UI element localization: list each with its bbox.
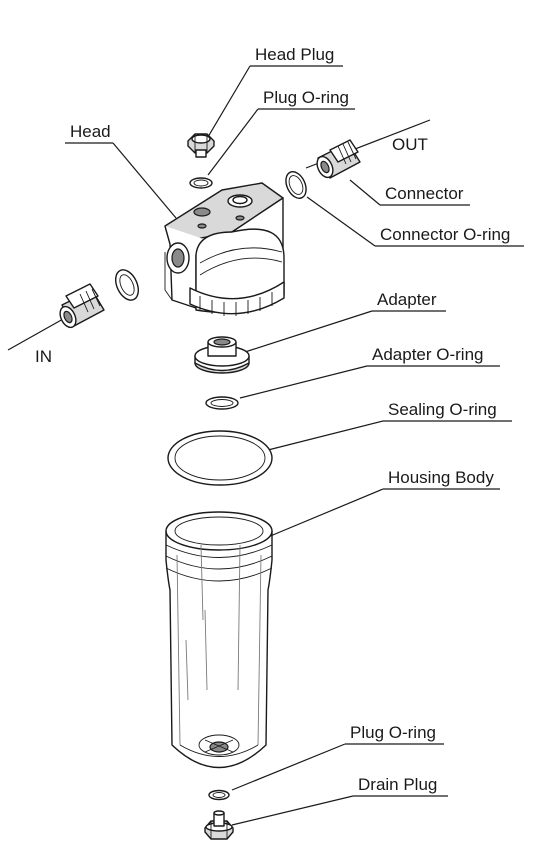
svg-text:OUT: OUT xyxy=(392,135,428,154)
svg-text:Head Plug: Head Plug xyxy=(255,45,334,64)
svg-text:Drain Plug: Drain Plug xyxy=(358,775,437,794)
label-connector: Connector xyxy=(349,179,470,206)
svg-text:Connector O-ring: Connector O-ring xyxy=(380,225,510,244)
svg-text:IN: IN xyxy=(35,347,52,366)
sealing-oring-part xyxy=(167,430,273,486)
svg-text:Sealing O-ring: Sealing O-ring xyxy=(388,400,497,419)
adapter-oring-part xyxy=(205,396,239,410)
label-drain-plug: Drain Plug xyxy=(231,775,448,826)
connector-oring-part xyxy=(285,171,307,199)
label-head-plug: Head Plug xyxy=(204,45,343,143)
inlet-oring-part xyxy=(114,269,140,301)
plug-oring-bottom-part xyxy=(208,789,230,801)
housing-body-part xyxy=(165,511,273,769)
head-part xyxy=(164,182,285,316)
svg-text:Plug O-ring: Plug O-ring xyxy=(350,723,436,742)
svg-text:Plug O-ring: Plug O-ring xyxy=(263,88,349,107)
svg-text:Head: Head xyxy=(70,122,111,141)
svg-text:Connector: Connector xyxy=(385,184,464,203)
connector-in-part xyxy=(59,283,105,329)
label-plug-oring-top: Plug O-ring xyxy=(207,88,355,176)
label-housing-body: Housing Body xyxy=(267,468,500,538)
adapter-part xyxy=(194,336,250,374)
label-adapter: Adapter xyxy=(244,290,446,353)
svg-text:Housing Body: Housing Body xyxy=(388,468,494,487)
label-plug-oring-bottom: Plug O-ring xyxy=(231,723,444,791)
head-plug-part xyxy=(187,133,215,158)
label-connector-oring: Connector O-ring xyxy=(306,196,524,247)
drain-plug-part xyxy=(204,810,234,840)
svg-text:Adapter O-ring: Adapter O-ring xyxy=(372,345,484,364)
svg-text:Adapter: Adapter xyxy=(377,290,437,309)
connector-out-part xyxy=(316,139,361,179)
label-adapter-oring: Adapter O-ring xyxy=(239,345,500,399)
plug-oring-top-part xyxy=(189,177,213,189)
label-head: Head xyxy=(65,122,177,219)
label-sealing-oring: Sealing O-ring xyxy=(267,400,512,451)
